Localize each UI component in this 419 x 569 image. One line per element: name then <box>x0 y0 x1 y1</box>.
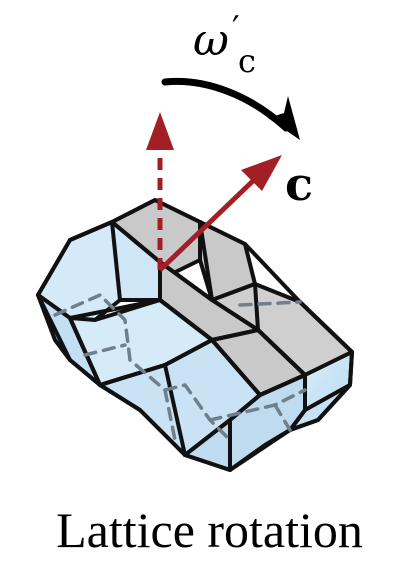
omega-prime-mark: ′ <box>232 9 240 49</box>
caption: Lattice rotation <box>56 502 363 558</box>
crystal-hidden-edges <box>53 292 307 442</box>
crystal-outline-edges <box>36 198 354 472</box>
original-c-axis-arrow <box>146 112 174 270</box>
vector-c-label: c <box>285 157 313 211</box>
omega-subscript: c <box>238 42 256 80</box>
omega-symbol: ω <box>193 15 229 66</box>
rotation-arrow <box>161 77 300 140</box>
omega-label: ω ′ c <box>193 9 256 80</box>
rotated-c-axis-arrow <box>158 155 282 272</box>
